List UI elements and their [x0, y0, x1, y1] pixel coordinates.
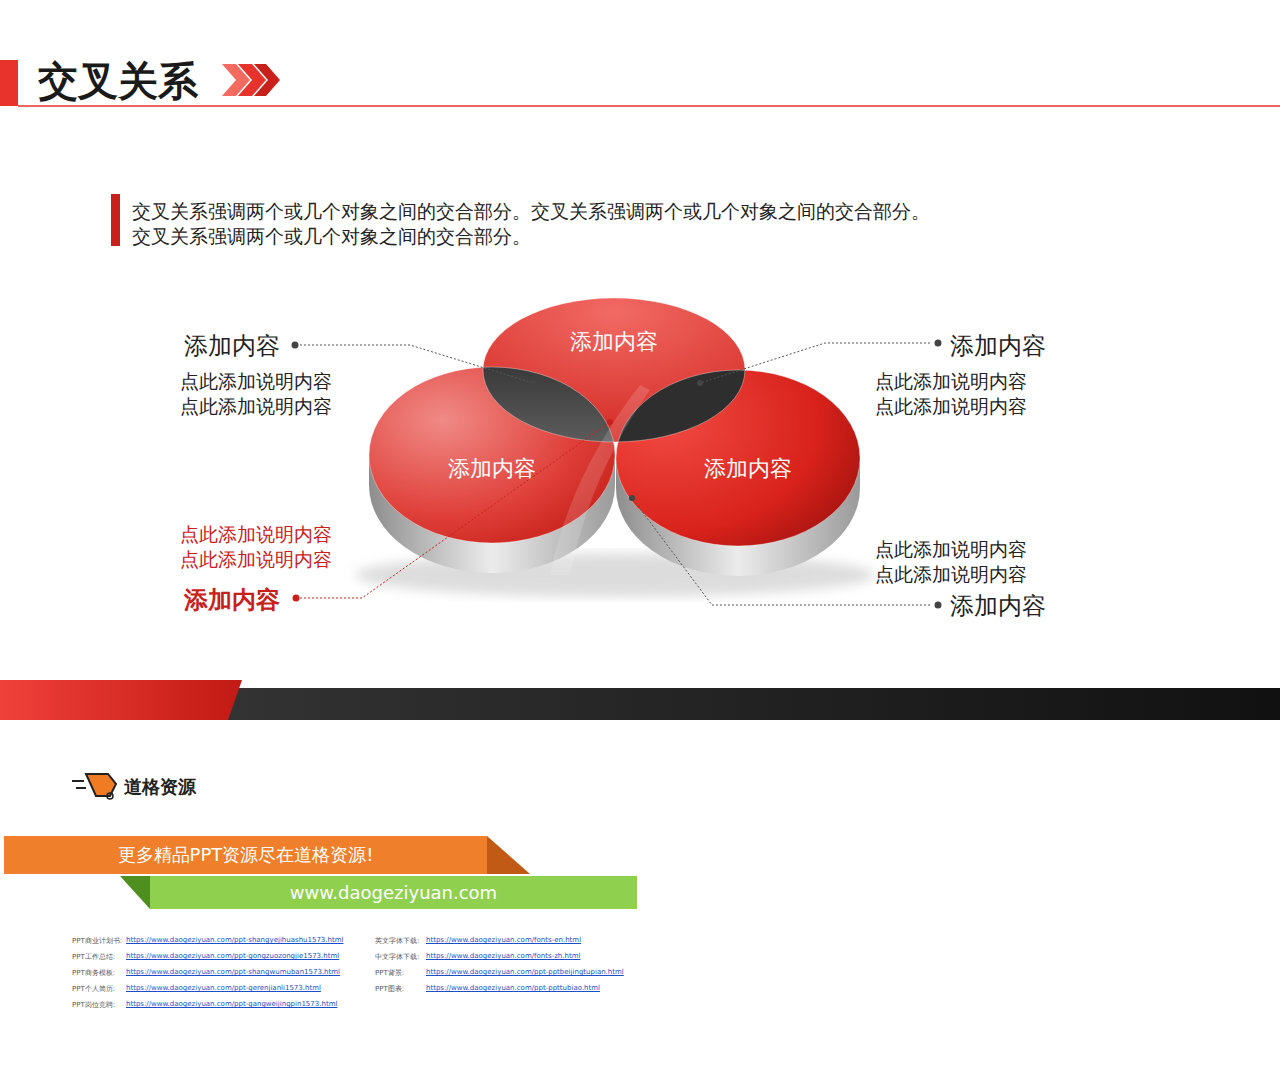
- banner-green: www.daogeziyuan.com: [150, 876, 637, 909]
- callout-desc: 点此添加说明内容 点此添加说明内容: [180, 522, 356, 572]
- link-label: 英文字体下载:: [375, 936, 419, 946]
- link-url: https://www.daogeziyuan.com/ppt-pptbeiji…: [426, 968, 624, 976]
- link-url: https://www.daogeziyuan.com/ppt-gangweij…: [126, 1000, 337, 1008]
- link-label: PPT背景:: [375, 968, 404, 978]
- link-url: https://www.daogeziyuan.com/ppt-gongzuoz…: [126, 952, 339, 960]
- venn-circle: 添加内容: [676, 449, 820, 489]
- logo-text: 道格资源: [124, 775, 196, 799]
- link-url: https://www.daogeziyuan.com/ppt-shangyej…: [126, 936, 344, 944]
- slide-title: 交叉关系: [38, 54, 198, 109]
- venn-circle: 添加内容: [544, 322, 684, 362]
- link-label: 中文字体下载:: [375, 952, 419, 962]
- callout-desc: 点此添加说明内容 点此添加说明内容: [875, 537, 1051, 587]
- venn-circle: 添加内容: [420, 449, 564, 489]
- callout-title: 添加内容: [184, 330, 280, 362]
- node-label: 更多精品PPT资源尽在道格资源!: [118, 843, 374, 867]
- link-url: https://www.daogeziyuan.com/ppt-ppttubia…: [426, 984, 600, 992]
- callout-desc: 点此添加说明内容 点此添加说明内容: [875, 369, 1051, 419]
- link-label: PPT岗位竞聘:: [72, 1000, 115, 1010]
- link-url: https://www.daogeziyuan.com/ppt-shangwum…: [126, 968, 340, 976]
- callout-title: 添加内容: [184, 584, 280, 616]
- link-url: https://www.daogeziyuan.com/ppt-gerenjia…: [126, 984, 321, 992]
- banner-orange: 更多精品PPT资源尽在道格资源!: [4, 836, 487, 874]
- link-label: PPT商务模板:: [72, 968, 115, 978]
- link-label: PPT个人简历:: [72, 984, 115, 994]
- node-label: www.daogeziyuan.com: [290, 882, 497, 903]
- callout-title: 添加内容: [950, 330, 1046, 362]
- callout-desc: 点此添加说明内容 点此添加说明内容: [180, 369, 356, 419]
- node-label: 添加内容: [704, 454, 792, 484]
- link-label: PPT工作总结:: [72, 952, 115, 962]
- link-url: https://www.daogeziyuan.com/fonts-zh.htm…: [426, 952, 580, 960]
- callout-title: 添加内容: [950, 590, 1046, 622]
- link-label: PPT商业计划书:: [72, 936, 122, 946]
- node-label: 添加内容: [570, 327, 658, 357]
- link-label: PPT图表:: [375, 984, 404, 994]
- intro-text: 交叉关系强调两个或几个对象之间的交合部分。交叉关系强调两个或几个对象之间的交合部…: [132, 199, 932, 249]
- node-label: 添加内容: [448, 454, 536, 484]
- link-url: https://www.daogeziyuan.com/fonts-en.htm…: [426, 936, 581, 944]
